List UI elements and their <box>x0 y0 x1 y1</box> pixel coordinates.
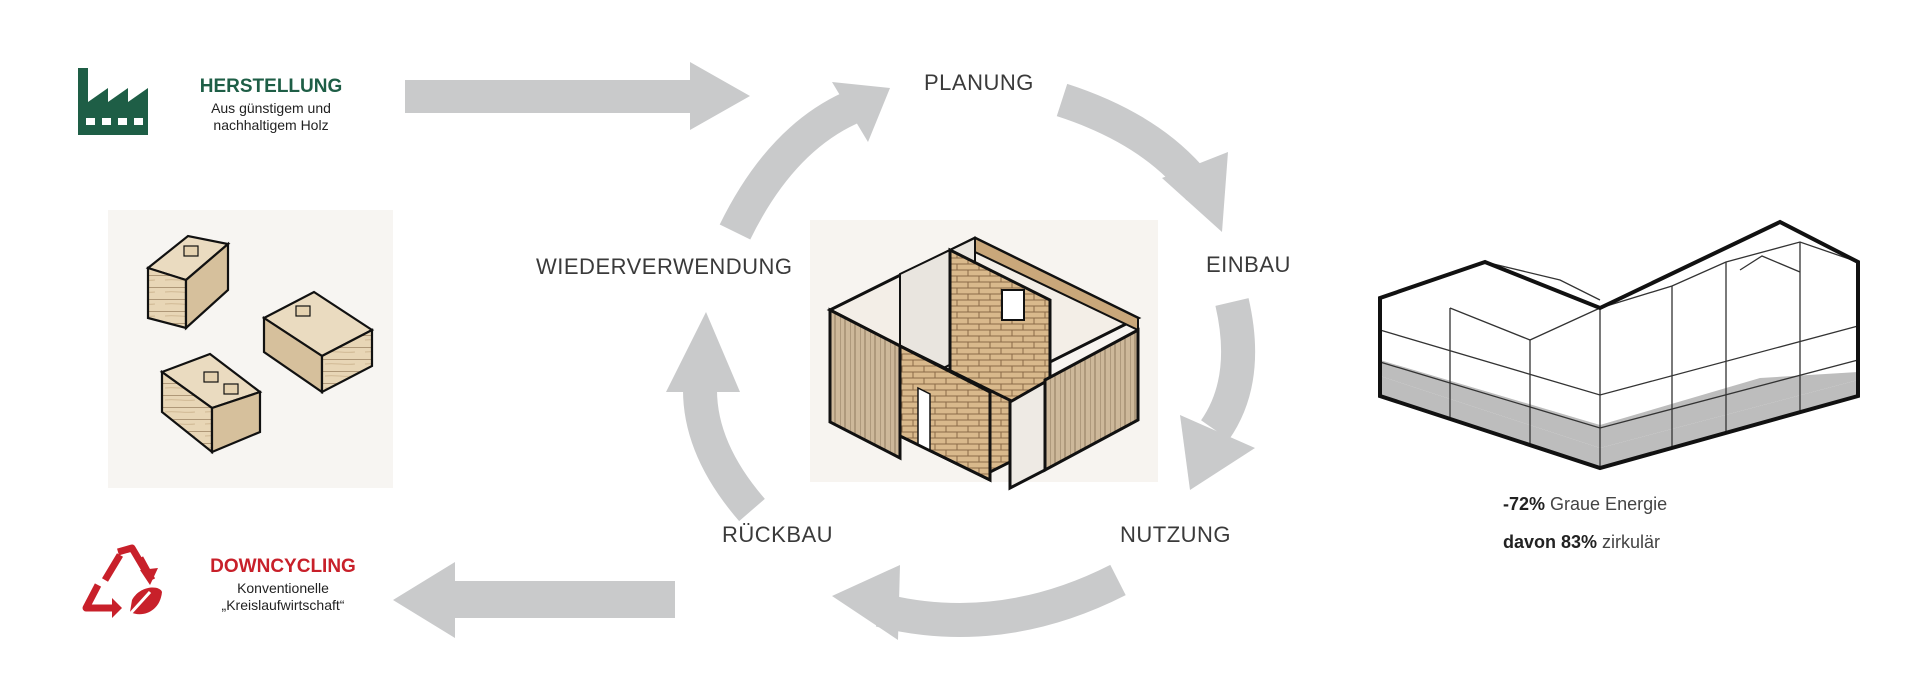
herstellung-line2: nachhaltigem Holz <box>213 117 329 133</box>
stat-circular-label: zirkulär <box>1597 532 1661 552</box>
stat-grey-energy: -72% Graue Energie <box>1503 494 1667 515</box>
cycle-arrow-wiederverwendung-planung <box>719 82 890 240</box>
stat-energy-label: Graue Energie <box>1545 494 1668 514</box>
building-volume-diagram <box>1378 219 1860 471</box>
flow-arrow-downcycling <box>393 562 675 638</box>
downcycling-line2: „Kreislaufwirtschaft“ <box>221 597 345 613</box>
cycle-label-wiederverwendung: WIEDERVERWENDUNG <box>536 254 793 279</box>
cycle-arrow-nutzung-rueckbau <box>832 564 1126 640</box>
herstellung-line1: Aus günstigem und <box>211 100 331 116</box>
downcycling-line1: Konventionelle <box>237 580 329 596</box>
downcycling-block: DOWNCYCLING Konventionelle „Kreislaufwir… <box>198 556 368 614</box>
cycle-label-nutzung: NUTZUNG <box>1120 522 1232 547</box>
cycle-label-planung: PLANUNG <box>924 70 1034 95</box>
factory-icon <box>78 68 148 135</box>
cycle-label-einbau: EINBAU <box>1206 252 1291 277</box>
stat-circular: davon 83% zirkulär <box>1503 532 1660 553</box>
herstellung-title: HERSTELLUNG <box>199 76 343 97</box>
modular-house-image <box>810 220 1158 491</box>
cycle-arrow-rueckbau-wiederverwendung <box>666 312 765 522</box>
recycle-leaf-icon <box>82 544 162 627</box>
stat-circular-value: davon 83% <box>1503 532 1598 552</box>
downcycling-title: DOWNCYCLING <box>210 556 356 577</box>
cycle-label-rueckbau: RÜCKBAU <box>722 522 834 547</box>
wood-blocks-image <box>108 210 393 488</box>
herstellung-block: HERSTELLUNG Aus günstigem und nachhaltig… <box>186 76 356 134</box>
stat-energy-value: -72% <box>1503 494 1546 514</box>
cycle-arrow-planung-einbau <box>1056 83 1228 232</box>
cycle-arrow-einbau-nutzung <box>1180 298 1256 490</box>
flow-arrow-herstellung <box>405 62 750 130</box>
